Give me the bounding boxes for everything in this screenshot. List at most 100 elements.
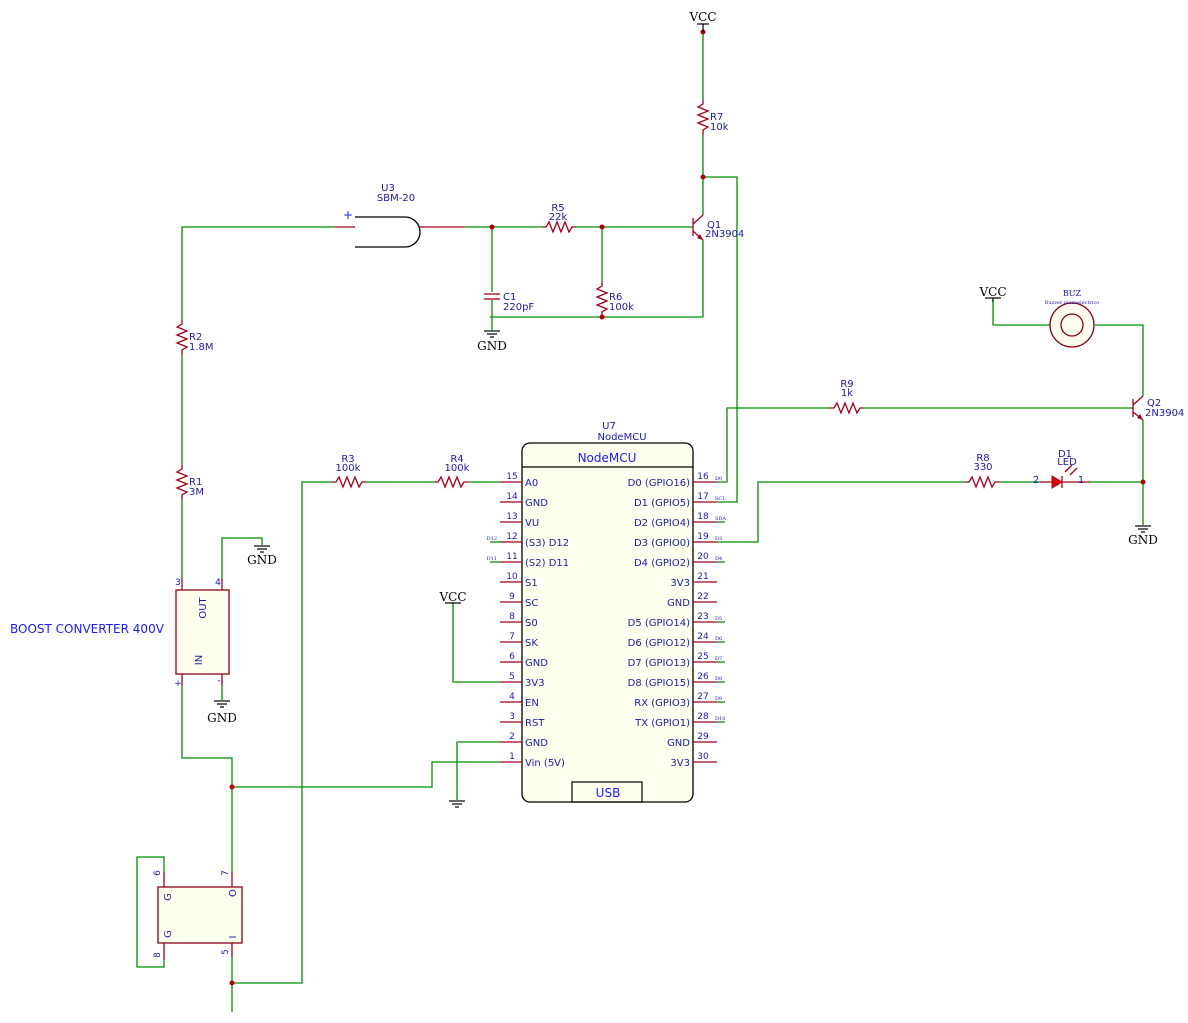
nodemcu-pin-name: D1 (GPIO5) [634, 498, 690, 509]
nodemcu-pin-name: RX (GPIO3) [634, 698, 690, 709]
nodemcu-pin-number: 14 [506, 492, 518, 502]
nodemcu-pin-name: D8 (GPIO15) [628, 678, 690, 689]
nodemcu-pin-name: GND [525, 498, 548, 509]
wires [136, 32, 1144, 1012]
nodemcu-pin-number: 23 [697, 612, 708, 622]
u3-geiger-tube: + U3 SBM-20 [335, 183, 465, 248]
svg-text:220pF: 220pF [503, 302, 534, 313]
svg-text:8: 8 [153, 952, 163, 958]
nodemcu-pin-name: SC [525, 598, 538, 609]
r7-resistor: R7 10k [696, 100, 729, 135]
net-label: D11 [487, 556, 497, 562]
svg-text:LED: LED [1057, 457, 1077, 468]
r1-resistor: R1 3M [175, 465, 204, 500]
net-label: D9 [715, 696, 722, 702]
nodemcu-pin-name: D2 (GPIO4) [634, 518, 690, 529]
gnd-nodemcu [449, 800, 465, 808]
nodemcu-pin-number: 18 [697, 512, 709, 522]
svg-text:NodeMCU: NodeMCU [597, 432, 646, 443]
nodemcu-pin-name: 3V3 [670, 578, 690, 589]
svg-text:G: G [163, 893, 174, 901]
nodemcu-pin-number: 4 [509, 692, 515, 702]
nodemcu-pin-name: D6 (GPIO12) [628, 638, 690, 649]
gnd-boost-out: GND [247, 545, 277, 567]
nodemcu-pin-name: GND [525, 738, 548, 749]
svg-text:U3: U3 [381, 183, 395, 194]
nodemcu-pin-name: (S2) D11 [525, 558, 569, 569]
svg-text:R4: R4 [450, 454, 463, 465]
nodemcu-pin-number: 11 [506, 552, 517, 562]
svg-text:SBM-20: SBM-20 [377, 193, 415, 204]
svg-text:R8: R8 [976, 453, 989, 464]
nodemcu-pin-number: 27 [697, 692, 708, 702]
nodemcu-pin-name: D3 (GPIO0) [634, 538, 690, 549]
svg-text:Buzzer piezoeléctrico: Buzzer piezoeléctrico [1045, 299, 1100, 306]
nodemcu-pin-name: GND [667, 598, 690, 609]
svg-text:Q2: Q2 [1147, 398, 1161, 409]
svg-text:22k: 22k [549, 212, 568, 223]
nodemcu-pin-name: RST [525, 718, 545, 729]
svg-text:R9: R9 [840, 379, 853, 390]
nodemcu-pin-number: 7 [509, 632, 515, 642]
nodemcu-pin-number: 12 [506, 532, 517, 542]
nodemcu-pin-number: 28 [697, 712, 709, 722]
svg-text:100k: 100k [445, 463, 470, 474]
nodemcu-pin-number: 30 [697, 752, 709, 762]
svg-text:GND: GND [1128, 533, 1158, 547]
svg-text:-: - [217, 676, 220, 686]
nodemcu-pin-number: 5 [509, 672, 515, 682]
vcc-top: VCC [688, 10, 717, 32]
net-label: D12 [487, 536, 497, 542]
nodemcu-pin-number: 20 [697, 552, 709, 562]
svg-text:10k: 10k [710, 122, 729, 133]
svg-text:U7: U7 [602, 421, 616, 432]
svg-text:2N3904: 2N3904 [705, 229, 744, 240]
svg-text:+: + [174, 679, 182, 689]
svg-text:6: 6 [153, 870, 163, 876]
nodemcu-pin-number: 13 [506, 512, 517, 522]
nodemcu-pin-number: 22 [697, 592, 708, 602]
svg-text:3M: 3M [189, 487, 204, 498]
gnd-boost-in: GND [207, 700, 237, 725]
nodemcu-pin-name: GND [525, 658, 548, 669]
nodemcu-pin-name: D0 (GPIO16) [628, 478, 690, 489]
svg-text:+: + [343, 208, 353, 222]
nodemcu-pin-number: 19 [697, 532, 709, 542]
boost-converter: 3 4 + - OUT IN [174, 578, 230, 689]
boost-converter-title: BOOST CONVERTER 400V [10, 622, 165, 636]
nodemcu-pin-name: GND [667, 738, 690, 749]
svg-text:GND: GND [477, 339, 507, 353]
nodemcu-pin-number: 25 [697, 652, 708, 662]
nodemcu-pin-name: 3V3 [670, 758, 690, 769]
svg-text:R6: R6 [609, 292, 622, 303]
svg-text:C1: C1 [503, 292, 516, 303]
nodemcu-pin-name: (S3) D12 [525, 538, 569, 549]
nodemcu-pin-number: 2 [509, 732, 515, 742]
vcc-buzzer: VCC [978, 285, 1007, 302]
nodemcu-pin-name: D7 (GPIO13) [628, 658, 690, 669]
nodemcu-pin-number: 24 [697, 632, 709, 642]
svg-text:330: 330 [973, 462, 992, 473]
net-label: D8 [715, 676, 722, 682]
svg-text:1.8M: 1.8M [189, 342, 214, 353]
gnd-q2: GND [1128, 525, 1158, 547]
net-label: D0 [715, 476, 722, 482]
nodemcu-pin-name: SK [525, 638, 538, 649]
net-label: D7 [715, 656, 722, 662]
nodemcu-pin-number: 3 [509, 712, 515, 722]
nodemcu-pin-name: 3V3 [525, 678, 545, 689]
nodemcu-pin-number: 17 [697, 492, 708, 502]
nodemcu-pin-name: A0 [525, 478, 538, 489]
nodemcu-pin-number: 15 [506, 472, 517, 482]
net-label: D5 [715, 616, 722, 622]
r3-resistor: R3 100k [332, 454, 366, 489]
svg-text:1: 1 [1078, 475, 1084, 486]
led-d1: D1 LED 2 1 [1033, 449, 1090, 489]
vcc-nodemcu: VCC [438, 590, 466, 604]
buzzer: BUZ Buzzer piezoeléctrico [1045, 289, 1100, 348]
switch-module: 6 7 8 5 G G O I [153, 870, 243, 960]
nodemcu-pin-name: TX (GPIO1) [634, 718, 690, 729]
nodemcu-pin-name: D5 (GPIO14) [628, 618, 690, 629]
